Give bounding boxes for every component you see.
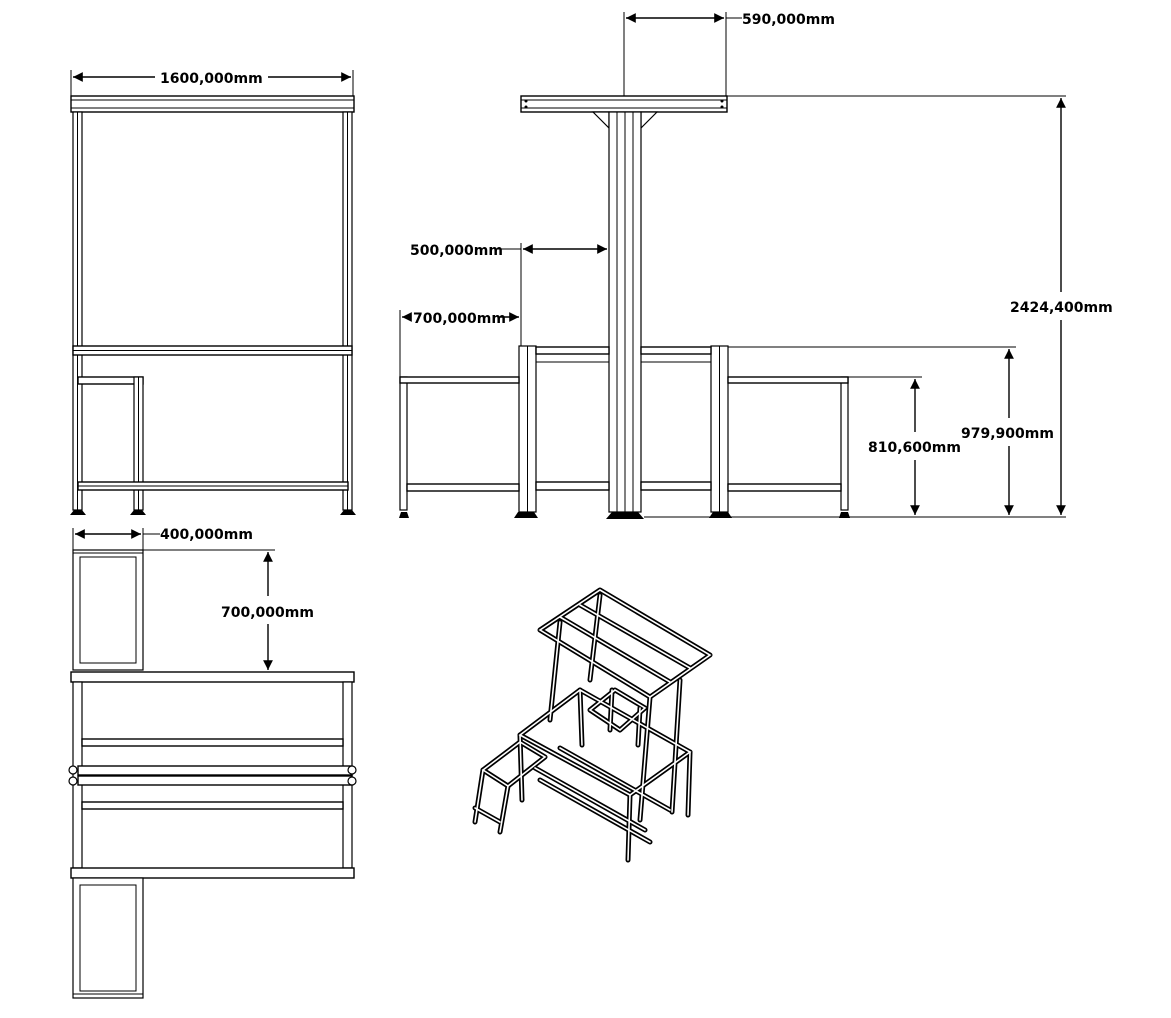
plan-lower-step — [72, 877, 144, 999]
front-view: 1600,000mm — [70, 70, 356, 515]
side-right-step-post — [840, 376, 849, 511]
dim-side-step-width: 700,000mm — [413, 311, 506, 327]
dim-front-width: 1600,000mm — [160, 71, 263, 87]
dim-top-depth: 590,000mm — [742, 12, 835, 28]
plan-view: 400,000mm 700,000mm — [68, 527, 357, 999]
side-view: 590,000mm 500,000mm 700,000mm 2424,400mm… — [399, 12, 1113, 519]
side-top-beam — [520, 95, 728, 113]
side-left-step-post — [399, 376, 408, 511]
dim-plan-step-depth: 700,000mm — [221, 605, 314, 621]
front-top-beam — [70, 95, 355, 113]
plan-bottom-beam — [70, 867, 355, 879]
foot — [130, 510, 146, 515]
dim-arm-offset: 500,000mm — [410, 243, 503, 259]
plan-upper-step — [72, 549, 144, 671]
side-left-step-top — [399, 376, 520, 384]
plan-top-beam — [70, 671, 355, 683]
side-right-step-top — [727, 376, 849, 384]
dim-total-height: 2424,400mm — [1010, 300, 1113, 316]
isometric-view — [472, 587, 713, 863]
foot — [340, 510, 356, 515]
dim-step-height: 810,600mm — [868, 440, 961, 456]
front-step-top — [77, 376, 144, 385]
dim-upper-table-height: 979,900mm — [961, 426, 1054, 442]
foot — [70, 510, 86, 515]
dim-plan-step-width: 400,000mm — [160, 527, 253, 543]
